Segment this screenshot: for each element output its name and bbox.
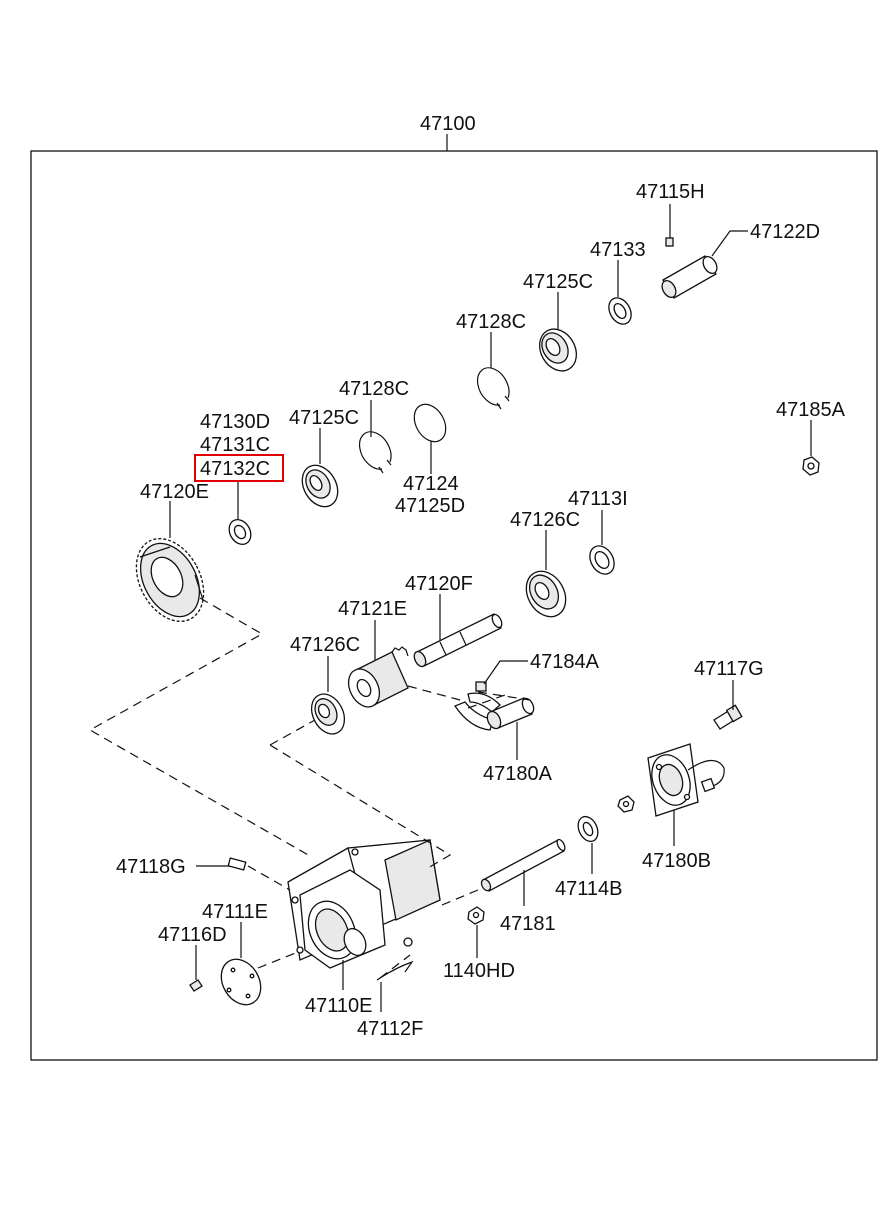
label-47132C[interactable]: 47132C	[200, 458, 270, 480]
part-47120F-shaft[interactable]	[412, 613, 504, 668]
dash-clip-to-case	[379, 954, 411, 979]
part-47128C-circlip-top[interactable]	[476, 367, 510, 410]
part-47185A-nut[interactable]	[802, 456, 820, 476]
label-47125D[interactable]: 47125D	[395, 495, 465, 517]
part-47115H-screw[interactable]	[665, 237, 674, 247]
leader-47122D	[711, 230, 748, 257]
label-47180B[interactable]: 47180B	[642, 850, 711, 872]
part-47120E-gear[interactable]	[123, 527, 217, 633]
part-47126C-bearing-left[interactable]	[305, 688, 351, 739]
label-47126C-left[interactable]: 47126C	[290, 634, 360, 656]
label-47110E[interactable]: 47110E	[305, 995, 372, 1017]
dash-fork-guide	[467, 691, 531, 709]
part-47116D-screw[interactable]	[189, 979, 203, 992]
label-47128C-top[interactable]: 47128C	[456, 311, 526, 333]
part-47114B-seal[interactable]	[574, 813, 601, 844]
label-1140HD[interactable]: 1140HD	[443, 960, 515, 982]
label-47133[interactable]: 47133	[590, 239, 646, 261]
part-47128C-circlip-mid[interactable]	[358, 431, 392, 474]
part-47133-washer[interactable]	[604, 294, 635, 328]
part-47126C-bearing-right[interactable]	[518, 564, 573, 624]
label-47128C-mid[interactable]: 47128C	[339, 378, 409, 400]
label-47130D[interactable]: 47130D	[200, 411, 270, 433]
part-47180B-cover[interactable]	[645, 743, 725, 817]
label-47116D[interactable]: 47116D	[158, 924, 227, 946]
part-47124-snap-ring[interactable]	[408, 399, 452, 448]
label-47120F[interactable]: 47120F	[405, 573, 473, 595]
label-47185A[interactable]: 47185A	[776, 399, 846, 421]
dash-bearing-to-case	[269, 719, 452, 869]
part-47112F-clip[interactable]	[376, 960, 414, 981]
assembly-frame	[30, 150, 878, 1061]
part-47121E-gear[interactable]	[342, 646, 409, 712]
label-47181[interactable]: 47181	[500, 913, 556, 935]
leader-47184A	[483, 660, 528, 685]
label-47131C[interactable]: 47131C	[200, 434, 270, 456]
part-1140HD-bolt[interactable]	[467, 906, 485, 925]
label-47180A[interactable]: 47180A	[483, 763, 553, 785]
label-47124[interactable]: 47124	[403, 473, 459, 495]
label-47122D[interactable]: 47122D	[750, 221, 820, 243]
label-47125C-mid[interactable]: 47125C	[289, 407, 359, 429]
part-47132C-washer[interactable]	[225, 516, 255, 549]
part-47125C-bearing-top[interactable]	[532, 322, 583, 377]
dash-rod-to-case	[441, 889, 479, 906]
label-47112F[interactable]: 47112F	[357, 1018, 423, 1040]
highlight-box-47132C	[194, 454, 284, 482]
part-47181-rod[interactable]	[480, 838, 567, 892]
label-47120E[interactable]: 47120E	[140, 481, 209, 503]
label-47125C-top[interactable]: 47125C	[523, 271, 593, 293]
part-47110E-case[interactable]	[287, 839, 441, 969]
part-47117G-bolt[interactable]	[713, 704, 743, 730]
dash-cover-to-case	[257, 951, 299, 969]
label-47121E[interactable]: 47121E	[338, 598, 407, 620]
part-47111E-cover[interactable]	[213, 952, 268, 1012]
label-47184A[interactable]: 47184A	[530, 651, 600, 673]
dash-dowel-to-case	[247, 865, 291, 891]
part-47118G-dowel[interactable]	[227, 857, 247, 871]
dash-shaft-to-case	[407, 685, 461, 701]
part-47113I-seal[interactable]	[585, 542, 619, 579]
label-47100[interactable]: 47100	[420, 113, 476, 135]
label-47118G[interactable]: 47118G	[116, 856, 186, 878]
label-47113I[interactable]: 47113I	[568, 488, 628, 510]
part-47125C-bearing-mid[interactable]	[295, 459, 345, 513]
part-47184A-bolt[interactable]	[475, 681, 487, 692]
label-47126C-right[interactable]: 47126C	[510, 509, 580, 531]
label-47111E[interactable]: 47111E	[202, 901, 268, 923]
part-cover-bolt[interactable]	[617, 795, 635, 813]
label-47117G[interactable]: 47117G	[694, 658, 764, 680]
label-47115H[interactable]: 47115H	[636, 181, 705, 203]
part-47122D-pin[interactable]	[659, 254, 719, 300]
label-47114B[interactable]: 47114B	[555, 878, 622, 900]
dash-gear-to-case	[88, 597, 311, 857]
